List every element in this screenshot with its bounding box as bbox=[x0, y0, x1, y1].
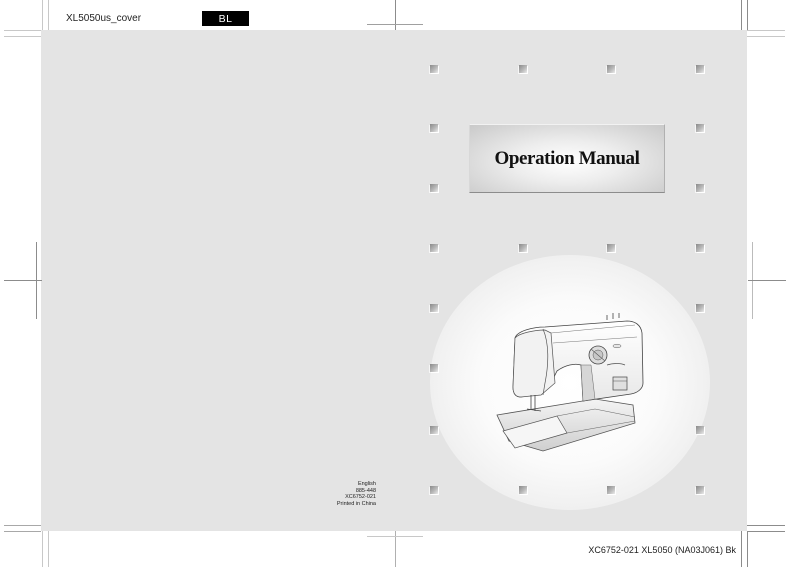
square-marker-icon bbox=[696, 65, 704, 73]
crop-mark bbox=[42, 0, 43, 30]
square-marker-icon bbox=[430, 124, 438, 132]
crop-mark bbox=[741, 0, 742, 30]
square-marker-icon bbox=[696, 426, 704, 434]
square-marker-icon bbox=[607, 486, 615, 494]
square-marker-icon bbox=[430, 244, 438, 252]
crop-mark bbox=[4, 531, 41, 532]
crop-mark bbox=[747, 0, 748, 30]
crop-mark bbox=[367, 24, 423, 25]
crop-mark bbox=[747, 525, 785, 526]
square-marker-icon bbox=[430, 65, 438, 73]
square-marker-icon bbox=[430, 426, 438, 434]
crop-mark bbox=[4, 30, 41, 31]
square-marker-icon bbox=[607, 65, 615, 73]
square-marker-icon bbox=[519, 486, 527, 494]
footer-print-code: XC6752-021 XL5050 (NA03J061) Bk bbox=[588, 545, 736, 555]
square-marker-icon bbox=[430, 486, 438, 494]
title-panel: Operation Manual bbox=[469, 124, 665, 193]
square-marker-icon bbox=[696, 304, 704, 312]
imprint-block: English 885-448 XC6752-021 Printed in Ch… bbox=[300, 481, 376, 507]
crop-mark bbox=[42, 531, 43, 567]
square-marker-icon bbox=[696, 486, 704, 494]
crop-mark bbox=[747, 531, 785, 532]
crop-mark bbox=[395, 531, 396, 567]
document-title: Operation Manual bbox=[494, 147, 640, 169]
square-marker-icon bbox=[519, 244, 527, 252]
square-marker-icon bbox=[430, 364, 438, 372]
crop-mark bbox=[741, 531, 742, 567]
crop-mark bbox=[4, 36, 41, 37]
imprint-part-number: 885-448 bbox=[355, 487, 376, 494]
file-label: XL5050us_cover bbox=[66, 13, 142, 24]
square-marker-icon bbox=[696, 184, 704, 192]
square-marker-icon bbox=[607, 244, 615, 252]
crop-mark bbox=[367, 536, 423, 537]
color-plate-badge: BL bbox=[202, 11, 249, 26]
square-marker-icon bbox=[430, 184, 438, 192]
imprint-origin: Printed in China bbox=[336, 500, 376, 507]
square-marker-icon bbox=[696, 244, 704, 252]
crop-mark bbox=[747, 531, 748, 567]
crop-mark bbox=[48, 0, 49, 30]
imprint-doc-code: XC6752-021 bbox=[345, 494, 376, 501]
crop-mark bbox=[48, 531, 49, 567]
square-marker-icon bbox=[430, 304, 438, 312]
registration-mark bbox=[748, 280, 786, 281]
crop-mark bbox=[4, 525, 41, 526]
crop-mark bbox=[395, 0, 396, 30]
illustration-glow bbox=[430, 255, 710, 510]
imprint-language: English bbox=[357, 481, 376, 487]
registration-mark bbox=[4, 280, 42, 281]
sewing-machine-illustration bbox=[496, 313, 644, 452]
square-marker-icon bbox=[696, 124, 704, 132]
crop-mark bbox=[747, 30, 785, 31]
crop-mark bbox=[747, 36, 785, 37]
square-marker-icon bbox=[519, 65, 527, 73]
